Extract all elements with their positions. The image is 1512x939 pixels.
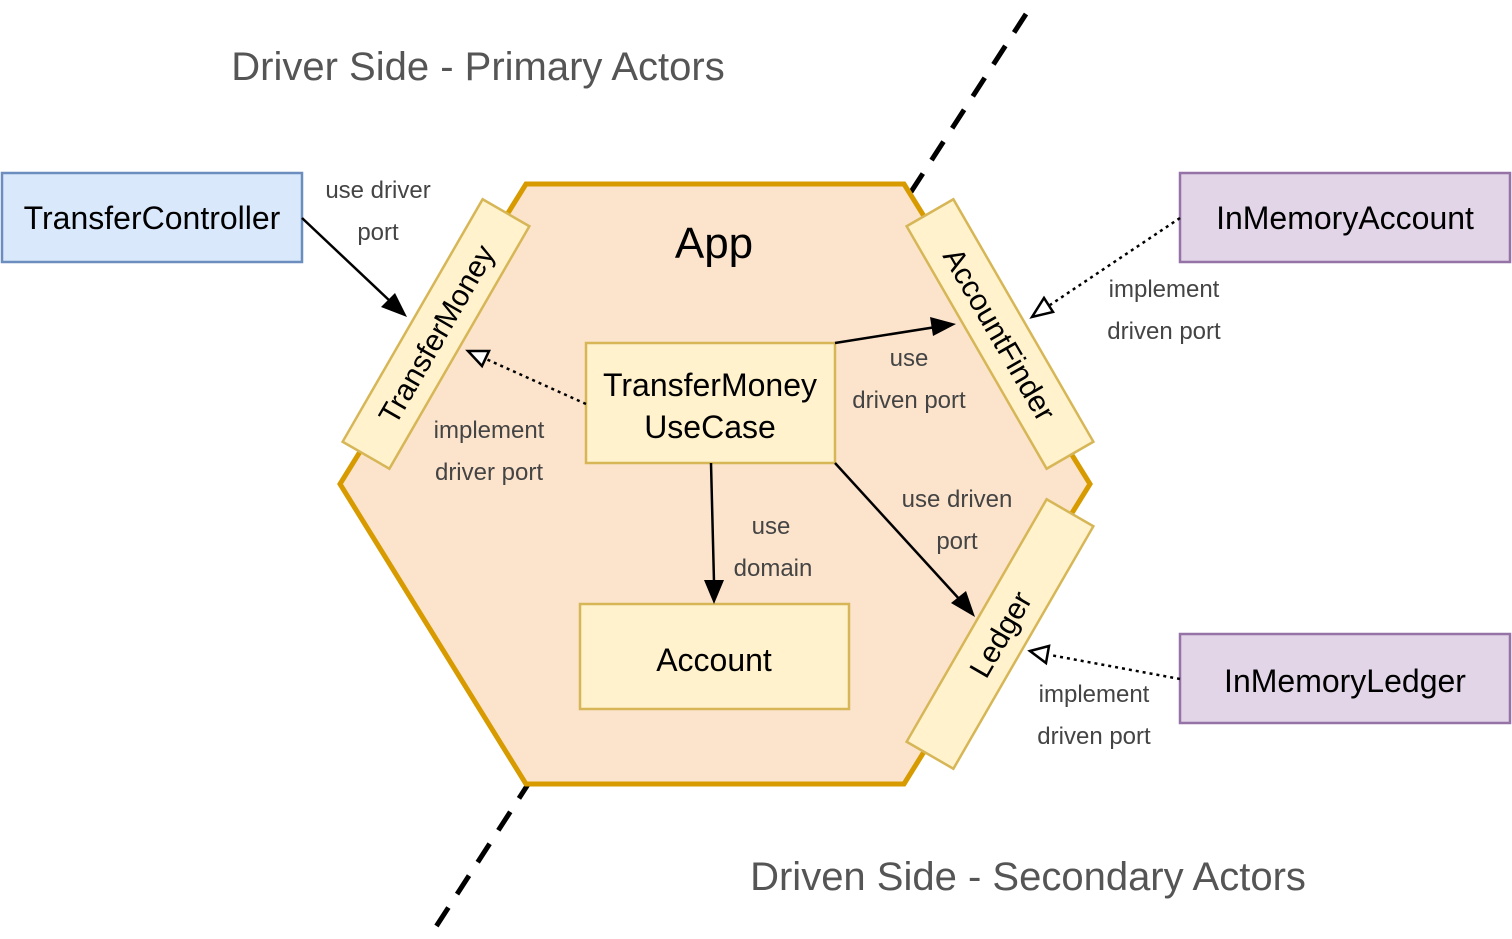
driver-side-heading: Driver Side - Primary Actors: [231, 45, 724, 89]
edge-label-usecase-account-line1: use: [752, 513, 791, 540]
transfer-controller-node[interactable]: TransferController: [0, 171, 304, 264]
edge-label-usecase-account-line2: domain: [734, 555, 813, 582]
usecase-label-line1: TransferMoney: [603, 367, 817, 403]
arrowhead-filled-icon: [951, 591, 975, 617]
edge-inmemoryaccount-implements: [1029, 216, 1181, 319]
in-memory-ledger-node[interactable]: InMemoryLedger: [1178, 632, 1512, 725]
edge-label-usecase-finder-line2: driven port: [852, 387, 966, 414]
app-label: App: [675, 219, 753, 268]
edge-label-account-impl-line2: driven port: [1107, 318, 1221, 345]
arrowhead-hollow-icon: [1029, 295, 1056, 319]
edge-usecase-implements-driver-port: [465, 349, 587, 406]
edge-label-controller-line2: port: [357, 219, 399, 246]
edge-label-usecase-ledger-line2: port: [936, 528, 978, 555]
transfer-controller-label: TransferController: [24, 200, 281, 236]
edge-usecase-to-account: [704, 462, 724, 604]
edge-usecase-to-account-finder: [834, 317, 956, 345]
usecase-label-line2: UseCase: [644, 409, 776, 445]
transfer-money-usecase-node[interactable]: TransferMoney UseCase: [584, 341, 837, 465]
edge-usecase-to-ledger: [834, 462, 975, 617]
driven-side-heading: Driven Side - Secondary Actors: [750, 855, 1306, 899]
app-hexagon: [337, 181, 1093, 787]
arrowhead-filled-icon: [381, 293, 407, 317]
edge-label-ledger-impl-line1: implement: [1039, 681, 1150, 708]
arrowhead-hollow-icon: [465, 349, 491, 369]
account-node[interactable]: Account: [578, 602, 851, 711]
account-label: Account: [656, 642, 772, 678]
edge-label-controller-line1: use driver: [325, 177, 430, 204]
edge-label-usecase-implements-line2: driver port: [435, 459, 543, 486]
edge-inmemoryledger-implements: [1027, 644, 1181, 681]
edge-label-account-impl-line1: implement: [1109, 276, 1220, 303]
arrowhead-filled-icon: [930, 317, 956, 336]
edge-label-ledger-impl-line2: driven port: [1037, 723, 1151, 750]
edge-controller-to-port: [301, 217, 407, 317]
in-memory-account-node[interactable]: InMemoryAccount: [1178, 171, 1512, 264]
in-memory-account-label: InMemoryAccount: [1216, 200, 1474, 236]
arrowhead-hollow-icon: [1027, 644, 1051, 666]
edge-label-usecase-implements-line1: implement: [434, 417, 545, 444]
in-memory-ledger-label: InMemoryLedger: [1224, 663, 1466, 699]
arrowhead-filled-icon: [704, 580, 724, 604]
edge-label-usecase-finder-line1: use: [890, 345, 929, 372]
edge-label-usecase-ledger-line1: use driven: [902, 486, 1013, 513]
